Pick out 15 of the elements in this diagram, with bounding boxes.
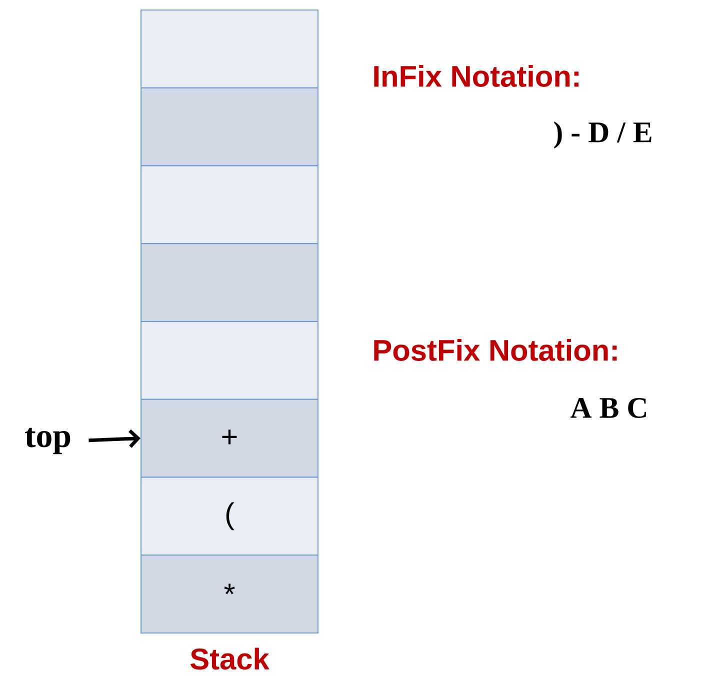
stack-cell: +: [140, 398, 318, 478]
expression-text: A B C: [570, 398, 646, 418]
notation-heading: InFix Notation:: [374, 65, 579, 87]
stack-cell: *: [140, 554, 318, 634]
notation-heading: PostFix Notation:: [374, 339, 617, 361]
stack-cell: [140, 87, 318, 166]
stack-cell: [140, 320, 318, 400]
stack-cell: (: [140, 476, 318, 556]
arrow: [88, 429, 140, 448]
stack-cell: [140, 243, 318, 322]
stack-cell: [140, 10, 318, 88]
stack-cell: [140, 165, 318, 244]
expression-text: ) - D / E: [554, 121, 652, 149]
stack-label: Stack: [190, 648, 270, 670]
pointer-label: top: [25, 428, 70, 454]
